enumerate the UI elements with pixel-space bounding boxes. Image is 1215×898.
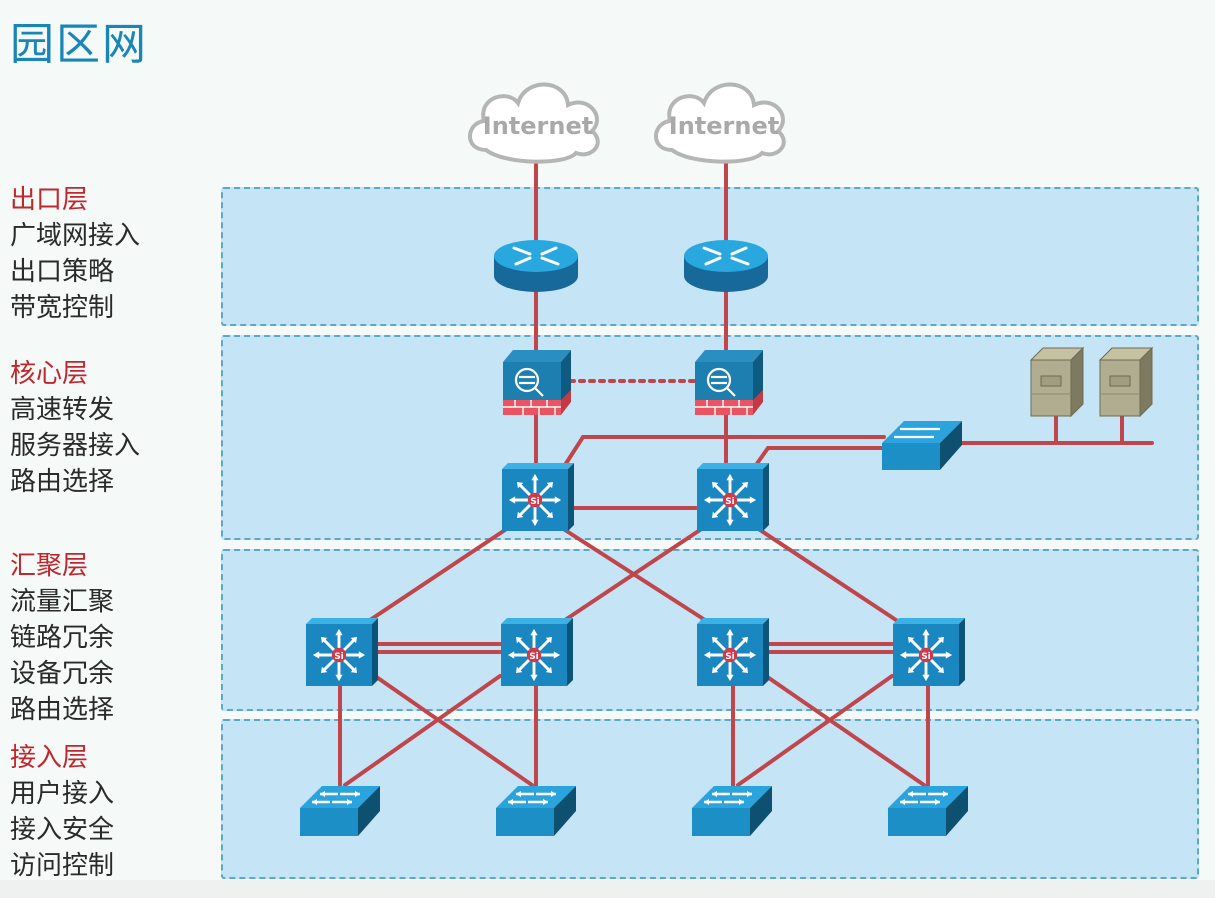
layer-function: 设备冗余 <box>10 659 115 689</box>
layer-function: 广域网接入 <box>10 221 141 251</box>
server-1 <box>1029 346 1085 418</box>
layer-label-access: 接入层 用户接入 接入安全 访问控制 <box>10 740 114 884</box>
layer-function: 访问控制 <box>10 851 115 881</box>
magnifier-icon <box>706 367 736 397</box>
si-label: Si <box>725 652 735 662</box>
link-core2-agg2 <box>563 528 702 622</box>
layer-function: 链路冗余 <box>10 623 115 653</box>
si-label: Si <box>725 497 735 507</box>
access-switch-1 <box>300 786 380 836</box>
aggregation-switch-2: Si <box>501 618 573 686</box>
layer-function: 用户接入 <box>10 779 115 809</box>
switch-arrows-icon <box>894 427 940 439</box>
aggregation-switch-1: Si <box>306 618 378 686</box>
si-label: Si <box>530 497 540 507</box>
firewall-2 <box>695 350 763 415</box>
access-switch-4 <box>888 786 968 836</box>
core-switch-2: Si <box>697 463 769 531</box>
link-core2-agg4 <box>758 528 898 622</box>
layer-function: 流量汇聚 <box>10 587 115 617</box>
access-switch-2 <box>496 786 576 836</box>
router-arrows-icon <box>702 246 750 266</box>
router-arrows-icon <box>512 246 560 266</box>
layer-function: 接入安全 <box>10 815 115 845</box>
link-core1-agg1 <box>368 528 507 622</box>
server-2 <box>1098 346 1154 418</box>
layer-function: 路由选择 <box>10 695 115 725</box>
server-access-switch <box>882 421 962 470</box>
firewall-1 <box>503 350 571 415</box>
layer-function: 带宽控制 <box>10 293 115 323</box>
layer-heading: 汇聚层 <box>10 551 89 581</box>
bottom-strip <box>0 880 1215 898</box>
link-agg4-acc3 <box>736 674 894 787</box>
aggregation-switch-4: Si <box>893 618 965 686</box>
router-2 <box>684 240 768 292</box>
layer-function: 服务器接入 <box>10 431 141 461</box>
core-switch-1: Si <box>502 463 574 531</box>
layer-label-aggregation: 汇聚层 流量汇聚 链路冗余 设备冗余 路由选择 <box>10 548 114 728</box>
si-label: Si <box>921 652 931 662</box>
layer-heading: 出口层 <box>10 185 89 215</box>
page-title: 园区网 <box>10 19 148 70</box>
link-core2-serverswitch <box>754 446 886 467</box>
internet-cloud-1: Internet <box>468 82 600 164</box>
layer-function: 出口策略 <box>10 257 115 287</box>
aggregation-switch-3: Si <box>697 618 769 686</box>
link-core1-serverswitch <box>563 435 886 467</box>
magnifier-icon <box>514 367 544 397</box>
brick-wall-icon <box>503 390 571 415</box>
cloud-label: Internet <box>483 112 593 140</box>
layer-function: 路由选择 <box>10 467 115 497</box>
layer-function: 高速转发 <box>10 395 115 425</box>
cloud-label: Internet <box>669 112 779 140</box>
link-agg3-acc4 <box>764 674 926 787</box>
internet-cloud-2: Internet <box>654 82 786 164</box>
si-label: Si <box>334 652 344 662</box>
layer-label-core: 核心层 高速转发 服务器接入 路由选择 <box>10 356 140 500</box>
link-agg1-acc2 <box>373 674 534 787</box>
link-agg2-acc1 <box>343 674 502 787</box>
access-switch-3 <box>692 786 772 836</box>
layer-label-egress: 出口层 广域网接入 出口策略 带宽控制 <box>10 182 140 326</box>
layer-heading: 核心层 <box>10 359 89 389</box>
brick-wall-icon <box>695 390 763 415</box>
layer-heading: 接入层 <box>10 743 89 773</box>
router-1 <box>494 240 578 292</box>
si-label: Si <box>529 652 539 662</box>
